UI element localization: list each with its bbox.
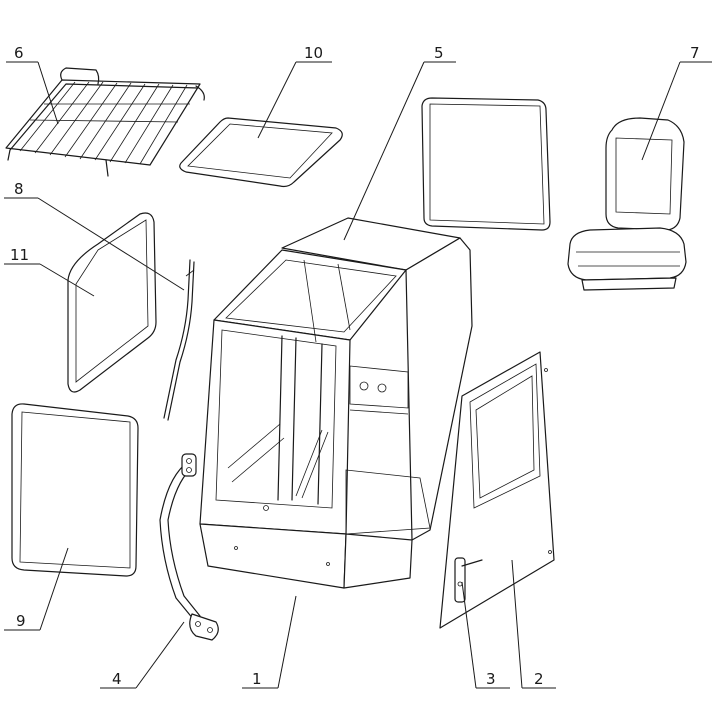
part-window-glass-front (11, 403, 139, 577)
part-cab-body (199, 217, 473, 589)
callout-7: 7 (690, 44, 700, 62)
part-roof-rack (5, 67, 205, 177)
part-window-glass-side (67, 212, 157, 393)
callout-9: 9 (16, 612, 26, 630)
callout-5: 5 (434, 44, 444, 62)
callout-6: 6 (14, 44, 24, 62)
callout-2: 2 (534, 670, 544, 688)
part-window-glass-rear (421, 97, 551, 231)
part-door (439, 351, 555, 629)
callout-1: 1 (252, 670, 262, 688)
part-seat (567, 117, 687, 291)
part-roof-panel (179, 117, 343, 188)
leader-lines (4, 61, 712, 689)
callout-8: 8 (14, 180, 24, 198)
part-door-handle (454, 557, 483, 603)
part-seal-strip (163, 259, 195, 421)
callout-3: 3 (486, 670, 496, 688)
callout-11: 11 (10, 246, 29, 264)
part-grab-handle (159, 453, 219, 641)
callout-4: 4 (112, 670, 122, 688)
callout-10: 10 (304, 44, 323, 62)
